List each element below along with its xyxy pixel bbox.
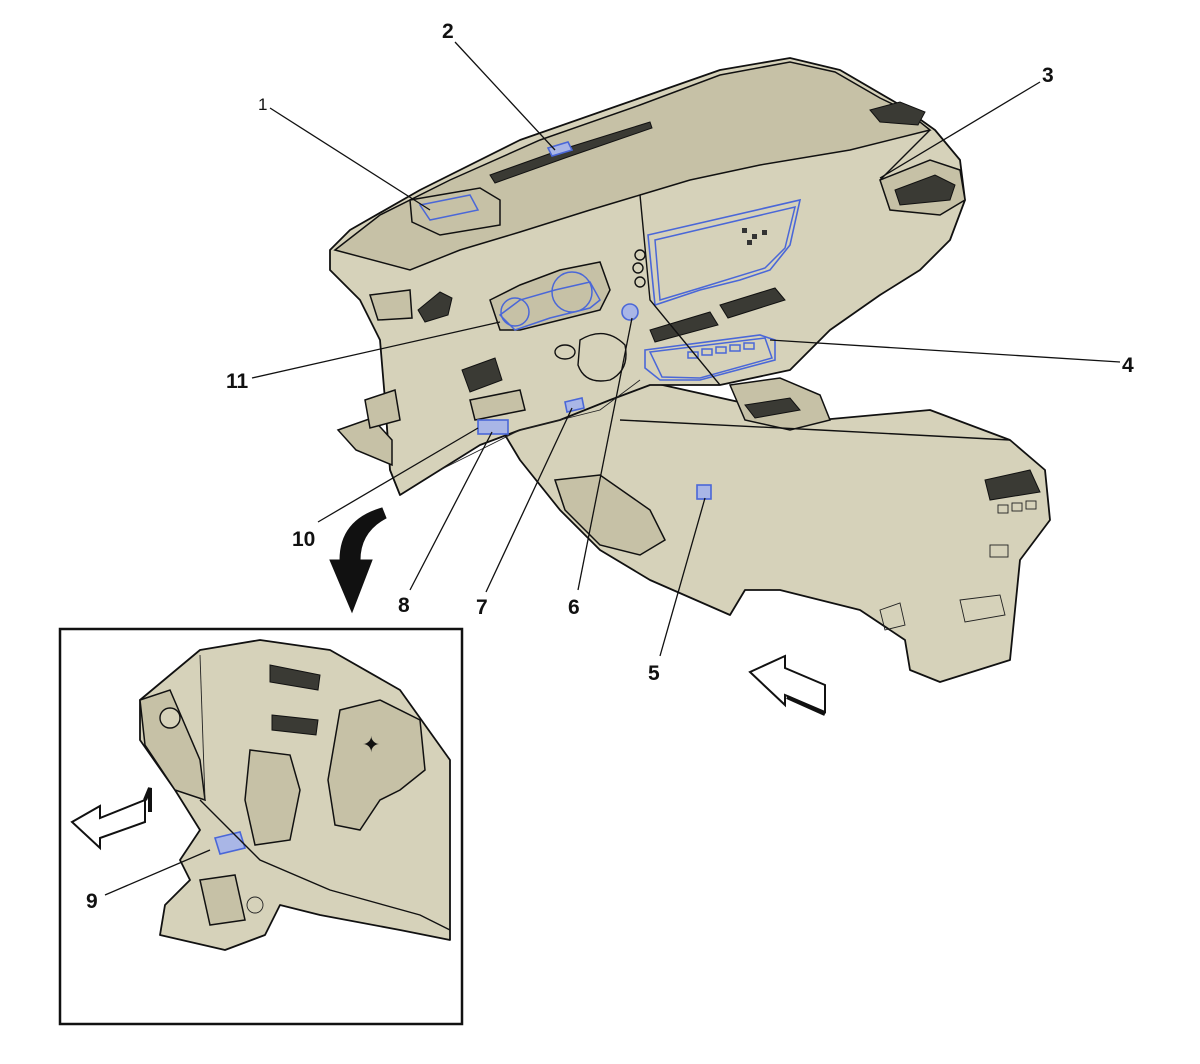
- instrument-panel-assembly: [329, 57, 1051, 683]
- glove-box: [553, 474, 666, 556]
- leader-2: [454, 41, 556, 151]
- display-knob-mid: [632, 262, 644, 274]
- leader-6: [577, 317, 633, 591]
- detail-inset: ✦: [58, 627, 464, 1026]
- center-console: [469, 359, 1051, 683]
- console-trim-panel: [959, 594, 1006, 623]
- callout-10: 10: [292, 528, 315, 551]
- display-knob-low: [634, 276, 646, 288]
- leader-4: [769, 339, 1121, 363]
- cluster-hood: [489, 261, 611, 331]
- leader-7: [485, 407, 573, 593]
- instrument-cluster: [498, 281, 601, 331]
- heads-up-display: [418, 194, 480, 221]
- side-window-vent: [417, 291, 453, 323]
- rear-console-vent: [984, 469, 1041, 501]
- inset-bolt-icon: ✦: [362, 733, 380, 758]
- power-outlet: [696, 484, 712, 500]
- inset-vent-lower: [271, 714, 319, 736]
- callout-8: 8: [398, 594, 410, 617]
- inset-column-cover: [327, 699, 426, 831]
- leader-1: [269, 107, 431, 211]
- speedometer-gauge: [551, 271, 593, 313]
- display-knob-top: [634, 249, 646, 261]
- leader-8: [409, 431, 493, 591]
- column-switch: [554, 344, 576, 360]
- callout-3: 3: [1042, 64, 1054, 87]
- heads-up-display-hood: [409, 187, 501, 236]
- callout-2: 2: [442, 20, 454, 43]
- zoom-arrow: [329, 507, 387, 614]
- callout-5: 5: [648, 662, 660, 685]
- callout-4: 4: [1122, 354, 1134, 377]
- driver-vent: [461, 357, 503, 393]
- hollow-arrow-icon: [70, 798, 146, 851]
- callout-labels: 1 2 3 4 5 6 7 8 9 10 11: [86, 20, 1134, 913]
- left-end-support: [364, 389, 401, 429]
- view-arrow-main: [748, 654, 826, 716]
- left-end-bracket: [336, 417, 393, 467]
- view-arrow-detail: [70, 787, 152, 851]
- leader-5: [659, 497, 706, 657]
- passenger-side-vent: [894, 174, 956, 206]
- console-cupholder: [744, 397, 801, 419]
- headlamp-switch: [477, 419, 509, 435]
- callout-1: 1: [258, 95, 267, 114]
- display-screen: [647, 198, 802, 307]
- leader-9: [104, 849, 211, 896]
- callout-9: 9: [86, 890, 98, 913]
- steering-column: [577, 332, 627, 382]
- leader-11: [251, 321, 501, 379]
- sunload-sensor: [546, 141, 574, 157]
- inset-fastener: [246, 896, 264, 914]
- callout-6: 6: [568, 596, 580, 619]
- inset-footwell-cover: [199, 874, 246, 926]
- callout-7: 7: [476, 596, 488, 619]
- tachometer-gauge: [500, 297, 530, 327]
- center-vent-right: [719, 287, 786, 319]
- inset-knob: [159, 707, 181, 729]
- center-vent-left: [649, 311, 719, 343]
- callout-11: 11: [226, 370, 249, 393]
- leader-3: [879, 81, 1041, 179]
- corner-vent: [869, 101, 926, 126]
- rear-console-controls: [989, 500, 1037, 558]
- left-hinge: [369, 289, 413, 321]
- climate-control-panel: [644, 334, 776, 381]
- leader-10: [317, 427, 479, 523]
- hollow-arrow-icon: [748, 654, 826, 714]
- steering-switch: [564, 397, 585, 413]
- leader-lines: [104, 41, 1121, 896]
- display-icons: [742, 228, 767, 245]
- start-button: [621, 303, 639, 321]
- inset-vent-upper: [269, 664, 321, 691]
- curved-arrow-icon: [329, 507, 387, 614]
- switch-bezel: [469, 389, 526, 421]
- console-side-panel: [879, 602, 906, 631]
- inset-access-door: [244, 749, 301, 846]
